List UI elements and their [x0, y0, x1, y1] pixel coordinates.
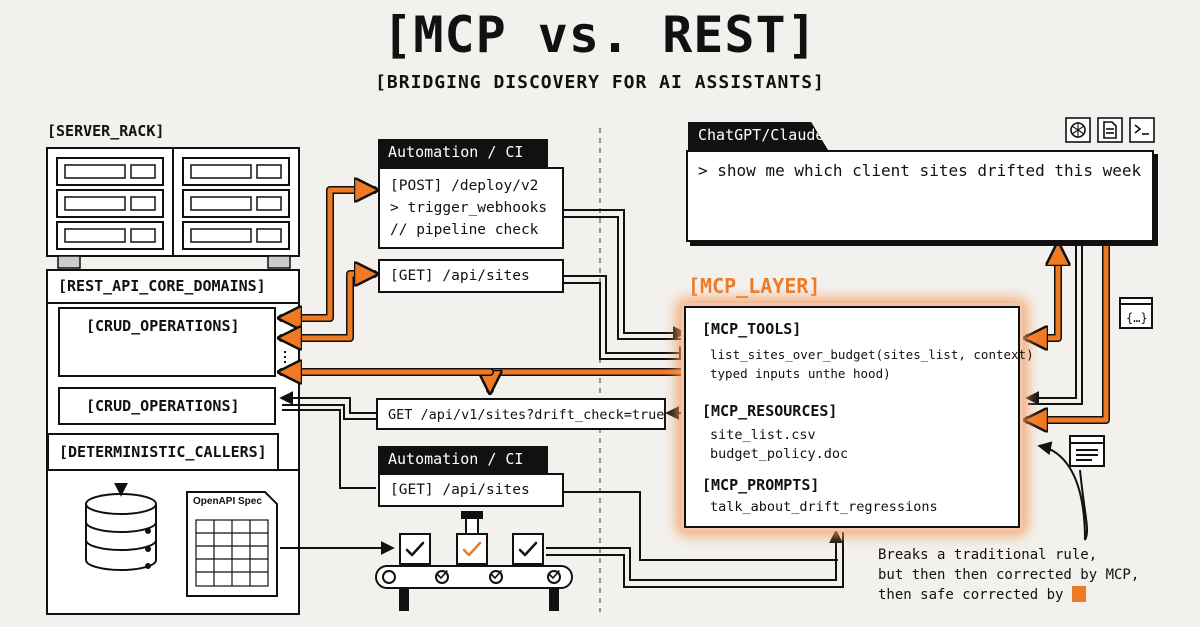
automation-ci-box-bottom[interactable]: [GET] /api/sites: [378, 473, 564, 507]
code-braces-glyph: {…}: [1126, 311, 1148, 325]
note-line-1: Breaks a traditional rule,: [878, 547, 1098, 563]
mcp-tool-line[interactable]: list_sites_over_budget(sites_list, conte…: [710, 347, 1034, 362]
deterministic-callers-box[interactable]: [DETERMINISTIC_CALLERS]: [47, 433, 279, 471]
page-subtitle: [BRIDGING DISCOVERY FOR AI ASSISTANTS]: [375, 72, 825, 93]
crud-operations-box-1[interactable]: [CRUD_OPERATIONS]: [58, 307, 276, 377]
automation-line-2: > trigger_webhooks: [390, 200, 548, 216]
window-list-icon: [1069, 435, 1105, 467]
automation-line-1: [POST] /deploy/v2: [390, 178, 539, 194]
note-line-2: but then then corrected by MCP,: [878, 567, 1140, 583]
deterministic-callers-label: [DETERMINISTIC_CALLERS]: [59, 443, 267, 461]
mcp-resources-header: [MCP_RESOURCES]: [702, 402, 838, 420]
page-title: [MCP vs. REST]: [382, 6, 818, 64]
correction-note: Breaks a traditional rule, but then then…: [878, 545, 1139, 605]
mcp-prompts-header: [MCP_PROMPTS]: [702, 476, 820, 494]
server-rack-drawing: [46, 147, 300, 269]
crud-operations-label-1: [CRUD_OPERATIONS]: [86, 317, 240, 335]
automation-ci-box-top[interactable]: [POST] /deploy/v2 > trigger_webhooks // …: [378, 167, 564, 249]
openapi-spec-sheet: [186, 491, 278, 597]
mcp-prompt-item[interactable]: talk_about_drift_regressions: [710, 499, 938, 515]
assistant-prompt-text: > show me which client sites drifted thi…: [698, 161, 1142, 180]
code-braces-icon: [1119, 297, 1153, 329]
note-line-3: then safe corrected by: [878, 585, 1139, 605]
automation-line-3: // pipeline check: [390, 222, 539, 238]
checkmark-icon: [405, 541, 560, 579]
assistant-tab[interactable]: ChatGPT/Claude: [688, 122, 828, 150]
openai-icon: [1065, 117, 1091, 143]
terminal-icon: [1129, 117, 1155, 143]
mcp-tool-note: typed inputs unthe hood): [710, 366, 891, 381]
cursor-block: [1071, 586, 1086, 602]
core-domains-label: [REST_API_CORE_DOMAINS]: [58, 277, 266, 295]
mcp-resource-1[interactable]: site_list.csv: [710, 427, 816, 443]
crud-operations-label-2: [CRUD_OPERATIONS]: [86, 397, 240, 415]
document-icon: [1097, 117, 1123, 143]
conveyor-belt: [375, 511, 573, 611]
automation-ci-tab-top[interactable]: Automation / CI: [378, 139, 548, 167]
crud-operations-box-2[interactable]: [CRUD_OPERATIONS]: [58, 387, 276, 425]
get-sites-endpoint-top[interactable]: [GET] /api/sites: [378, 259, 564, 293]
mcp-layer-box[interactable]: [MCP_TOOLS] list_sites_over_budget(sites…: [684, 306, 1034, 528]
assistant-prompt-window[interactable]: > show me which client sites drifted thi…: [686, 150, 1154, 242]
database-icon: [85, 493, 157, 571]
server-rack-label: [SERVER_RACK]: [47, 122, 165, 140]
automation-ci-tab-bottom[interactable]: Automation / CI: [378, 446, 548, 474]
mcp-resource-2[interactable]: budget_policy.doc: [710, 446, 849, 462]
mcp-layer-label: [MCP_LAYER]: [688, 274, 821, 298]
openapi-spec-label: OpenAPI Spec: [193, 496, 262, 507]
mcp-tools-header: [MCP_TOOLS]: [702, 320, 802, 338]
drift-check-endpoint[interactable]: GET /api/v1/sites?drift_check=true: [376, 398, 666, 430]
